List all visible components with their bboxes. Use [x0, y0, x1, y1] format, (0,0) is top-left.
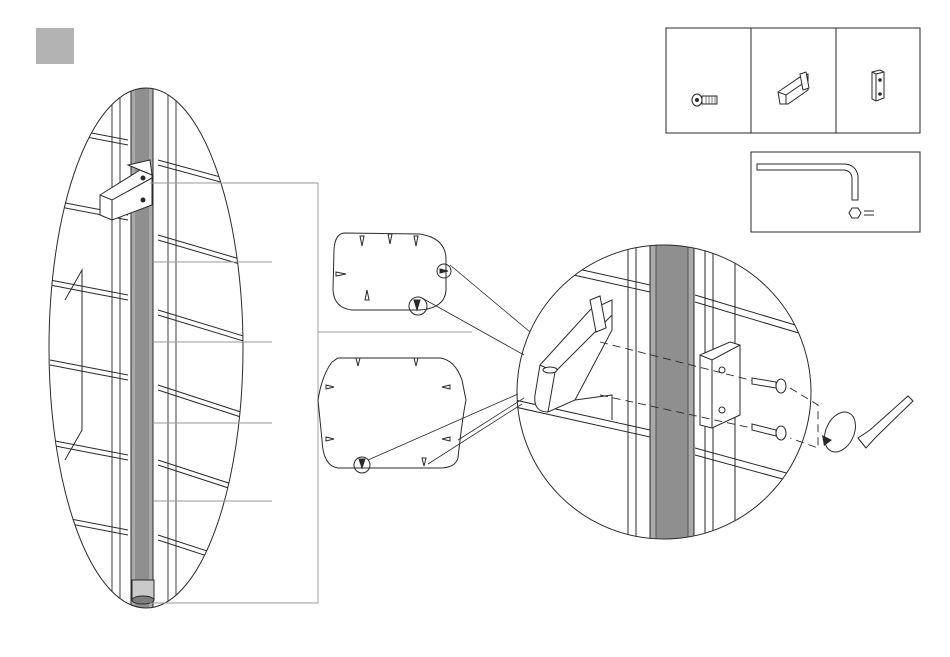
corner-post-profile	[333, 233, 451, 315]
vertical-post	[131, 70, 154, 610]
washer-disc	[818, 407, 861, 457]
end-post-profile	[318, 358, 466, 473]
mesh-panel-left	[50, 80, 128, 620]
hex-size-icon	[849, 208, 874, 218]
countersunk-screw-icon	[692, 94, 717, 106]
detail-clip-nut	[700, 342, 740, 428]
hex-key-icon	[757, 164, 858, 200]
step-number-badge	[36, 28, 74, 64]
detail-post	[650, 240, 694, 550]
bracket-detail-circle	[515, 240, 812, 550]
hardware-parts-box	[666, 28, 920, 133]
dimension-lines	[150, 183, 318, 603]
clip-nut-icon	[872, 70, 884, 101]
tool-box	[751, 152, 920, 232]
post-overview-ellipse	[49, 70, 250, 620]
angle-bracket-icon	[778, 72, 809, 104]
detail-angle-bracket	[535, 296, 612, 420]
hex-key-in-use	[858, 396, 913, 448]
mesh-panel-right	[158, 80, 250, 620]
assembly-screws	[752, 378, 786, 440]
